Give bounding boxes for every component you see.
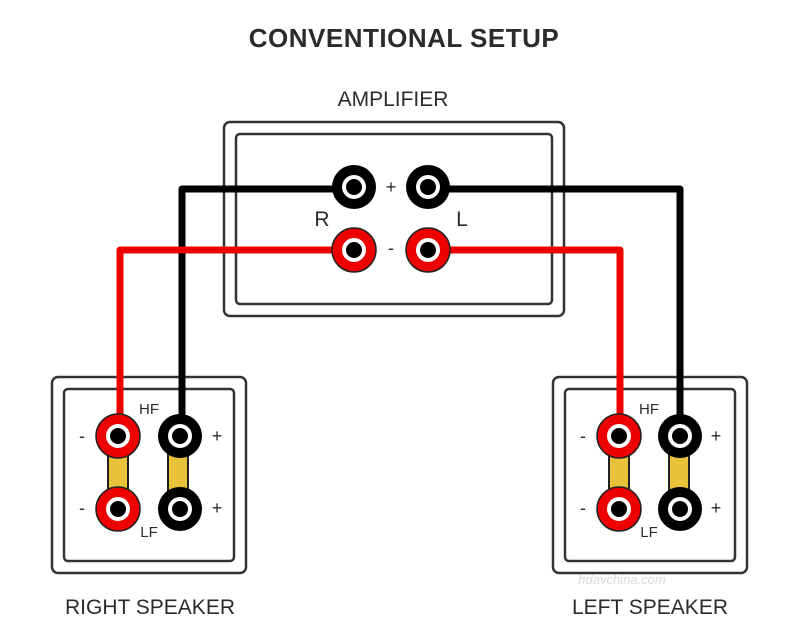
right-speaker-lf-negative-terminal xyxy=(95,486,141,532)
left-speaker-label: LEFT SPEAKER xyxy=(572,596,728,619)
left-speaker-inner-frame xyxy=(563,387,737,563)
left-speaker-hf-plus: + xyxy=(711,426,722,446)
left-speaker-lf-negative-terminal xyxy=(596,486,642,532)
right-positive-wire xyxy=(178,185,354,436)
right-speaker-hf-plus: + xyxy=(212,426,223,446)
watermark: hdavchina.com xyxy=(578,572,666,587)
amp-left-channel-label: L xyxy=(456,208,468,231)
right-speaker-hf-label: HF xyxy=(139,401,159,418)
right-speaker-hf-positive-terminal xyxy=(158,414,202,458)
amp-plus-sign: + xyxy=(386,177,397,197)
diagram-title: CONVENTIONAL SETUP xyxy=(249,23,559,53)
right-speaker-inner-frame xyxy=(62,387,236,563)
right-speaker-hf-minus: - xyxy=(79,426,85,446)
left-speaker-lf-positive-terminal xyxy=(658,487,702,531)
left-speaker-lf-minus: - xyxy=(580,498,586,518)
left-speaker-lf-plus: + xyxy=(711,498,722,518)
amp-left-positive-terminal xyxy=(406,165,450,209)
right-speaker-lf-positive-terminal xyxy=(158,487,202,531)
left-speaker-lf-label: LF xyxy=(640,524,658,541)
left-positive-wire xyxy=(428,185,684,436)
right-speaker-outer-frame xyxy=(50,375,248,575)
left-speaker-outer-frame xyxy=(551,375,749,575)
amplifier-inner-frame xyxy=(234,132,554,306)
amplifier-label: AMPLIFIER xyxy=(338,88,449,111)
left-speaker-hf-label: HF xyxy=(639,401,659,418)
right-speaker-label: RIGHT SPEAKER xyxy=(65,596,235,619)
amp-minus-sign: - xyxy=(388,238,394,258)
left-speaker-hf-positive-terminal xyxy=(658,414,702,458)
right-negative-wire xyxy=(116,246,354,436)
right-speaker-lf-label: LF xyxy=(140,524,158,541)
left-speaker-hf-negative-terminal xyxy=(596,413,642,459)
amp-left-negative-terminal xyxy=(405,227,451,273)
right-speaker-lf-minus: - xyxy=(79,498,85,518)
left-speaker-hf-minus: - xyxy=(580,426,586,446)
left-negative-wire xyxy=(428,246,624,436)
amplifier-outer-frame xyxy=(222,120,566,318)
right-speaker-lf-plus: + xyxy=(212,498,223,518)
amp-right-negative-terminal xyxy=(331,227,377,273)
amp-right-positive-terminal xyxy=(332,165,376,209)
right-speaker-hf-negative-terminal xyxy=(95,413,141,459)
amp-right-channel-label: R xyxy=(314,208,329,231)
